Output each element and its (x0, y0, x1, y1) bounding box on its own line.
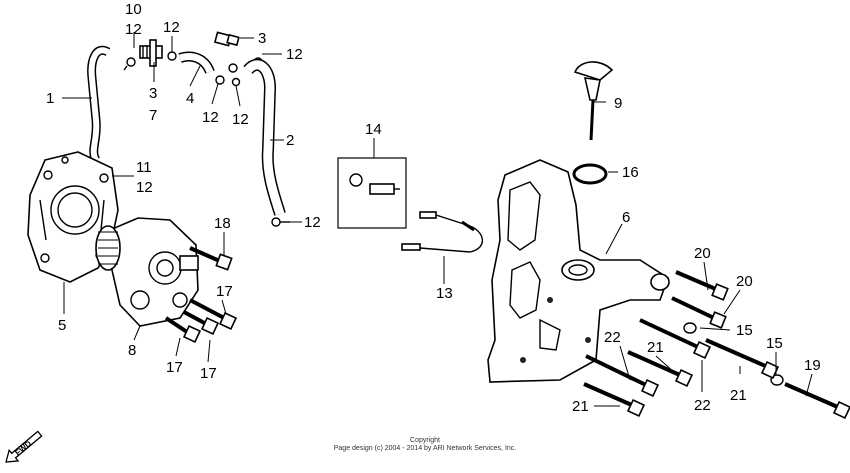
callout-22-a: 22 (604, 329, 621, 346)
hose-2 (243, 58, 286, 216)
bolts-20 (671, 270, 729, 329)
tee-fitting-3 (139, 39, 163, 67)
callout-20-b: 20 (736, 273, 753, 290)
switch-kit-14 (337, 157, 407, 229)
water-pump-8 (95, 217, 199, 327)
callout-10: 10 (125, 1, 142, 18)
callout-13: 13 (436, 285, 453, 302)
callout-21-a: 21 (647, 339, 664, 356)
callout-18: 18 (214, 215, 231, 232)
callout-labels: 1 2 3 3 4 5 6 7 8 9 10 11 12 12 12 12 12… (46, 1, 821, 415)
callout-17-c: 17 (200, 365, 217, 382)
sensor-wire-13 (401, 211, 484, 253)
o-ring-16 (572, 163, 608, 185)
callout-12-a: 12 (125, 21, 142, 38)
washers-15 (683, 322, 784, 386)
callout-9: 9 (614, 95, 622, 112)
bolt-18 (189, 246, 233, 271)
clamp-12-top-left (123, 57, 136, 71)
clamp-12-bottom (271, 217, 290, 227)
callout-1: 1 (46, 90, 54, 107)
callout-21-b: 21 (730, 387, 747, 404)
callout-4: 4 (186, 90, 194, 107)
clamp-12-mid (167, 51, 177, 61)
callout-12-e: 12 (232, 111, 249, 128)
callout-12-b: 12 (163, 19, 180, 36)
callout-3-left: 3 (149, 85, 157, 102)
callout-12-d: 12 (202, 109, 219, 126)
callout-12-g: 12 (304, 214, 321, 231)
nipple-3-top (213, 31, 240, 47)
callout-2: 2 (286, 132, 294, 149)
callout-6: 6 (622, 209, 630, 226)
callout-11: 11 (136, 159, 152, 176)
callout-8: 8 (128, 342, 136, 359)
callout-12-c: 12 (286, 46, 303, 63)
dipstick-9 (573, 61, 614, 141)
callout-20-a: 20 (694, 245, 711, 262)
callout-15-b: 15 (766, 335, 783, 352)
callout-19: 19 (804, 357, 821, 374)
leader-lines (62, 32, 813, 407)
copyright-line-2: Page design (c) 2004 - 2014 by ARI Netwo… (333, 445, 517, 452)
copyright-line-1: Copyright (410, 437, 440, 444)
callout-17-a: 17 (216, 283, 233, 300)
bolts-21-22-19 (583, 318, 850, 420)
callout-5: 5 (58, 317, 66, 334)
callout-3-top: 3 (258, 30, 266, 47)
callout-15-a: 15 (736, 322, 753, 339)
callout-17-b: 17 (166, 359, 183, 376)
hose-1 (87, 45, 111, 163)
hose-4 (178, 51, 215, 75)
callout-12-f: 12 (136, 179, 153, 196)
callout-14: 14 (365, 121, 382, 138)
crankcase-cover-6 (487, 159, 670, 383)
callout-21-c: 21 (572, 398, 589, 415)
callout-7: 7 (149, 107, 157, 124)
fwd-arrow: FWD (5, 430, 43, 463)
callout-22-b: 22 (694, 397, 711, 414)
callout-16: 16 (622, 164, 639, 181)
bolts-17 (164, 298, 238, 344)
